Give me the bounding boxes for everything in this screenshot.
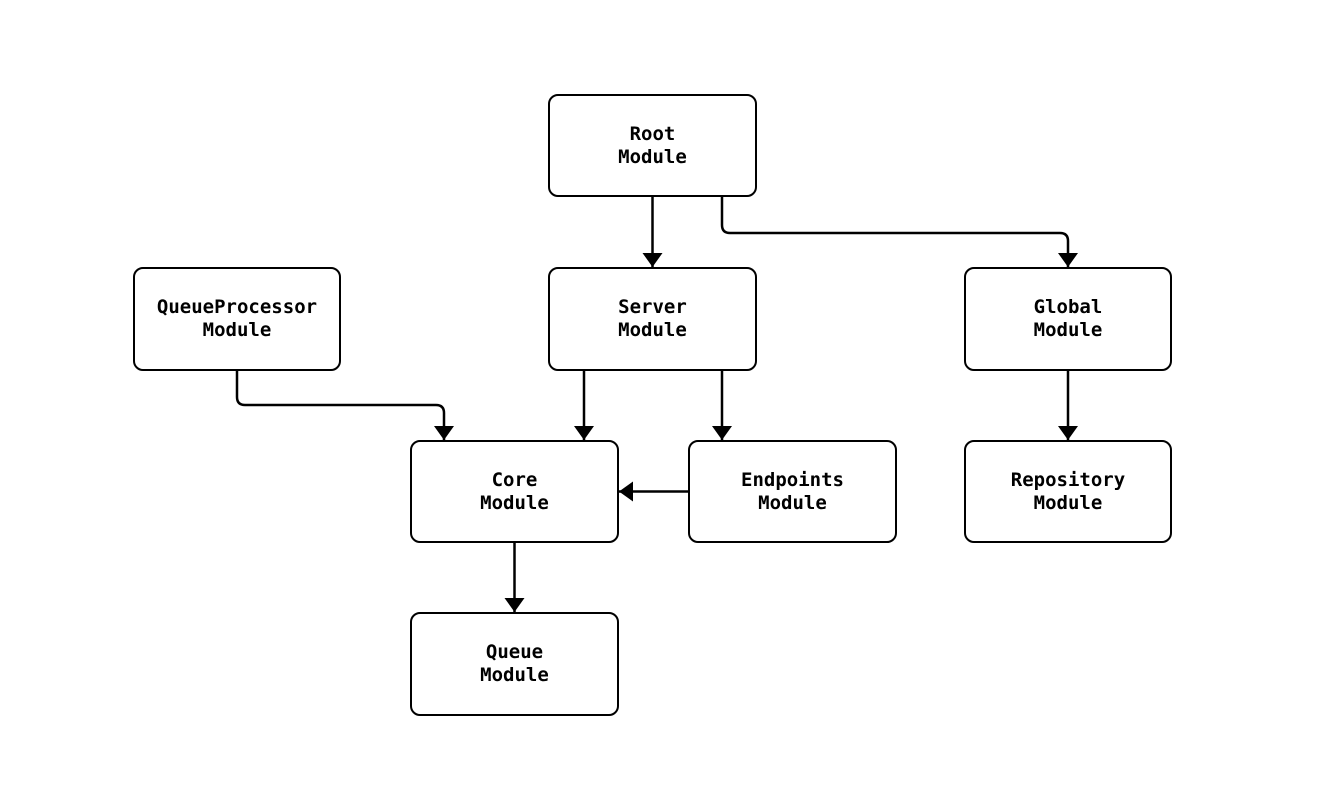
node-label: QueueProcessor Module xyxy=(156,296,318,341)
edge-queueprocessor-to-core xyxy=(235,371,454,440)
node-core-module: Core Module xyxy=(410,440,619,543)
node-label: Global Module xyxy=(1033,296,1103,341)
node-queue-module: Queue Module xyxy=(410,612,619,716)
node-endpoints-module: Endpoints Module xyxy=(688,440,897,543)
edge-root-to-global xyxy=(720,197,1078,267)
node-global-module: Global Module xyxy=(964,267,1172,371)
node-label: Endpoints Module xyxy=(741,468,844,514)
node-root-module: Root Module xyxy=(548,94,757,197)
node-label: Server Module xyxy=(618,296,687,341)
node-server-module: Server Module xyxy=(548,267,757,371)
edge-group xyxy=(235,197,1078,612)
node-label: Root Module xyxy=(618,122,687,168)
node-queueprocessor-module: QueueProcessor Module xyxy=(133,267,341,371)
node-label: Core Module xyxy=(480,468,549,514)
node-label: Repository Module xyxy=(1010,468,1126,514)
node-repository-module: Repository Module xyxy=(964,440,1172,543)
node-label: Queue Module xyxy=(480,641,549,686)
